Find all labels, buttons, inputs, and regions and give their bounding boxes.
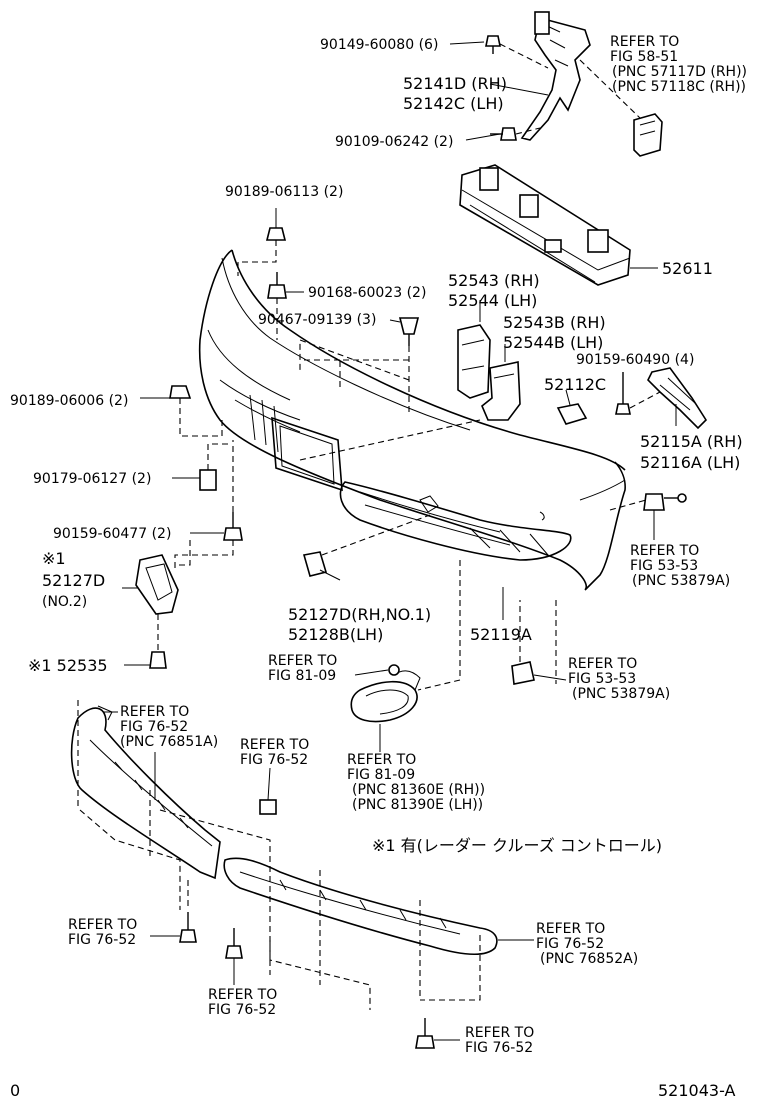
label-52543: 52543 (RH) xyxy=(448,271,540,290)
label-note-radar-cruise: ※1 有(レーダー クルーズ コントロール) xyxy=(372,836,662,855)
screw-76-52-left xyxy=(150,912,197,943)
label-refer-76-52b-a: REFER TO xyxy=(240,737,309,753)
label-refer-53-53b-a: REFER TO xyxy=(568,656,637,672)
label-52116A: 52116A (LH) xyxy=(640,453,740,472)
retainer-52115A xyxy=(647,367,708,430)
label-refer-76-52b-b: FIG 76-52 xyxy=(240,752,308,768)
label-refer-76-52a-b: FIG 76-52 xyxy=(120,719,188,735)
label-52141D: 52141D (RH) xyxy=(403,74,507,93)
label-90149-60080: 90149-60080 (6) xyxy=(320,37,438,53)
screw-76-52-bottom xyxy=(415,1018,460,1049)
label-refer-76-52a-c: (PNC 76851A) xyxy=(120,734,218,750)
absorber-52543 xyxy=(457,324,491,399)
label-52127D-rh: 52127D(RH,NO.1) xyxy=(288,605,431,624)
label-refer-76-52d-b: FIG 76-52 xyxy=(536,936,604,952)
label-refer-53-53a-b: FIG 53-53 xyxy=(630,558,698,574)
screw-76-52-center xyxy=(225,928,243,985)
label-refer-76-52d-c: (PNC 76852A) xyxy=(540,951,638,967)
label-refer-53-53b-c: (PNC 53879A) xyxy=(572,686,670,702)
bracket-52112C xyxy=(556,389,588,425)
label-refer-76-52f-a: REFER TO xyxy=(465,1025,534,1041)
label-refer-53-53b-b: FIG 53-53 xyxy=(568,671,636,687)
label-52115A: 52115A (RH) xyxy=(640,432,743,451)
bolt-90109-06242 xyxy=(490,127,541,141)
label-refer-58-51-c: (PNC 57117D (RH)) xyxy=(612,64,747,80)
label-52611: 52611 xyxy=(662,259,713,278)
clip-53-53a xyxy=(643,493,687,540)
clip-76-52-mid xyxy=(259,767,277,815)
absorber-52543B xyxy=(481,361,521,421)
sensor-52535 xyxy=(124,651,167,669)
label-52142C: 52142C (LH) xyxy=(403,94,504,113)
label-refer-76-52f-b: FIG 76-52 xyxy=(465,1040,533,1056)
label-52119A: 52119A xyxy=(470,625,532,644)
label-52112C: 52112C xyxy=(544,375,606,394)
label-refer-58-51-d: (PNC 57118C (RH)) xyxy=(612,79,746,95)
label-refer-81-09b-a: REFER TO xyxy=(347,752,416,768)
label-refer-76-52d-a: REFER TO xyxy=(536,921,605,937)
label-90159-60477: 90159-60477 (2) xyxy=(53,526,171,542)
footer-figure-code: 521043-A xyxy=(658,1081,736,1100)
label-refer-81-09a-a: REFER TO xyxy=(268,653,337,669)
cover-52127D-no2 xyxy=(122,554,179,615)
clip-90467-09139 xyxy=(389,317,420,346)
lower-spoiler-rh xyxy=(223,857,534,956)
label-refer-58-51-b: FIG 58-51 xyxy=(610,49,678,65)
clip-53-53b xyxy=(511,661,567,685)
bolt-90159-60490 xyxy=(615,372,631,415)
cover-52127D-rh xyxy=(302,514,431,581)
bolt-90149-60080 xyxy=(485,35,549,69)
label-90109-06242: 90109-06242 (2) xyxy=(335,134,453,150)
screw-90168-60023 xyxy=(267,272,304,299)
bumper-reinforcement-52611 xyxy=(459,164,658,286)
label-refer-58-51-a: REFER TO xyxy=(610,34,679,50)
clip-90189-06113 xyxy=(265,208,287,241)
label-52544: 52544 (LH) xyxy=(448,291,537,310)
label-90189-06113: 90189-06113 (2) xyxy=(225,184,343,200)
label-90159-60490: 90159-60490 (4) xyxy=(576,352,694,368)
label-52127D-no2: 52127D xyxy=(42,571,105,590)
label-52544B: 52544B (LH) xyxy=(503,333,603,352)
labels: 90149-60080 (6) REFER TO FIG 58-51 (PNC … xyxy=(10,34,747,1100)
label-refer-81-09b-d: (PNC 81390E (LH)) xyxy=(352,797,483,813)
bumper-cover-52119A xyxy=(198,249,626,620)
fog-lamp xyxy=(350,664,421,752)
clip-90189-06006 xyxy=(140,385,192,399)
label-refer-53-53a-c: (PNC 53879A) xyxy=(632,573,730,589)
label-52543B: 52543B (RH) xyxy=(503,313,606,332)
label-52128B: 52128B(LH) xyxy=(288,625,383,644)
label-90179-06127: 90179-06127 (2) xyxy=(33,471,151,487)
nut-90179-06127 xyxy=(172,469,217,491)
label-refer-53-53a-a: REFER TO xyxy=(630,543,699,559)
label-90467-09139: 90467-09139 (3) xyxy=(258,312,376,328)
label-refer-76-52a-a: REFER TO xyxy=(120,704,189,720)
bumper-bracket-rh xyxy=(520,11,663,157)
label-90189-06006: 90189-06006 (2) xyxy=(10,393,128,409)
label-no2: (NO.2) xyxy=(42,594,87,610)
label-refer-76-52e-b: FIG 76-52 xyxy=(208,1002,276,1018)
label-note1: ※1 xyxy=(42,549,66,568)
label-refer-81-09b-c: (PNC 81360E (RH)) xyxy=(352,782,485,798)
label-refer-81-09b-b: FIG 81-09 xyxy=(347,767,415,783)
bolt-90159-60477 xyxy=(190,512,243,541)
label-52535: ※1 52535 xyxy=(28,656,108,675)
footer-left: 0 xyxy=(10,1081,20,1100)
label-refer-76-52c-a: REFER TO xyxy=(68,917,137,933)
label-refer-76-52c-b: FIG 76-52 xyxy=(68,932,136,948)
label-refer-76-52e-a: REFER TO xyxy=(208,987,277,1003)
label-refer-81-09a-b: FIG 81-09 xyxy=(268,668,336,684)
label-90168-60023: 90168-60023 (2) xyxy=(308,285,426,301)
